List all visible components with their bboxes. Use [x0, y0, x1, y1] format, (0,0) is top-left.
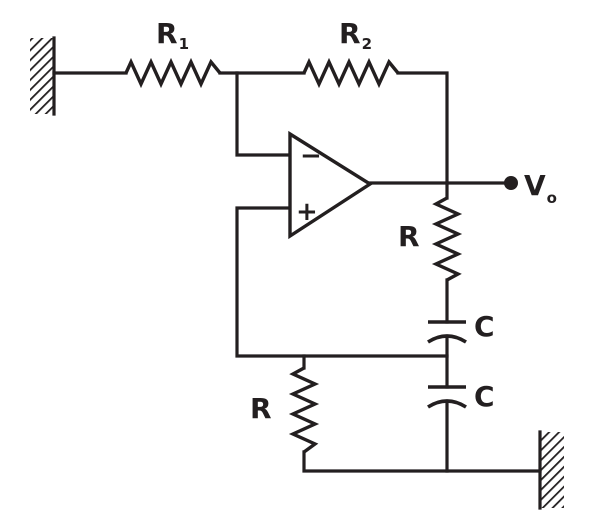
op-amp-triangle — [288, 130, 374, 240]
label-vo: Vo — [524, 169, 557, 207]
right-ground-icon — [538, 430, 564, 510]
label-r-lower: R — [250, 392, 272, 425]
label-r1: R1 — [156, 17, 189, 53]
op-amp-noninverting-sign: + — [296, 197, 318, 227]
capacitor-upper — [427, 320, 467, 344]
op-amp-inverting-sign: − — [300, 141, 322, 171]
resistor-r1 — [124, 57, 222, 89]
output-node-icon — [504, 176, 518, 190]
label-c-upper: C — [474, 310, 495, 343]
capacitor-lower — [427, 385, 467, 409]
label-r2: R2 — [339, 17, 372, 53]
label-c-lower: C — [474, 380, 495, 413]
resistor-r2 — [302, 57, 400, 89]
left-ground-icon — [30, 36, 56, 116]
resistor-r-lower — [288, 366, 320, 454]
wires — [52, 71, 542, 473]
resistor-r-upper — [431, 196, 463, 282]
label-r-upper: R — [398, 220, 420, 253]
